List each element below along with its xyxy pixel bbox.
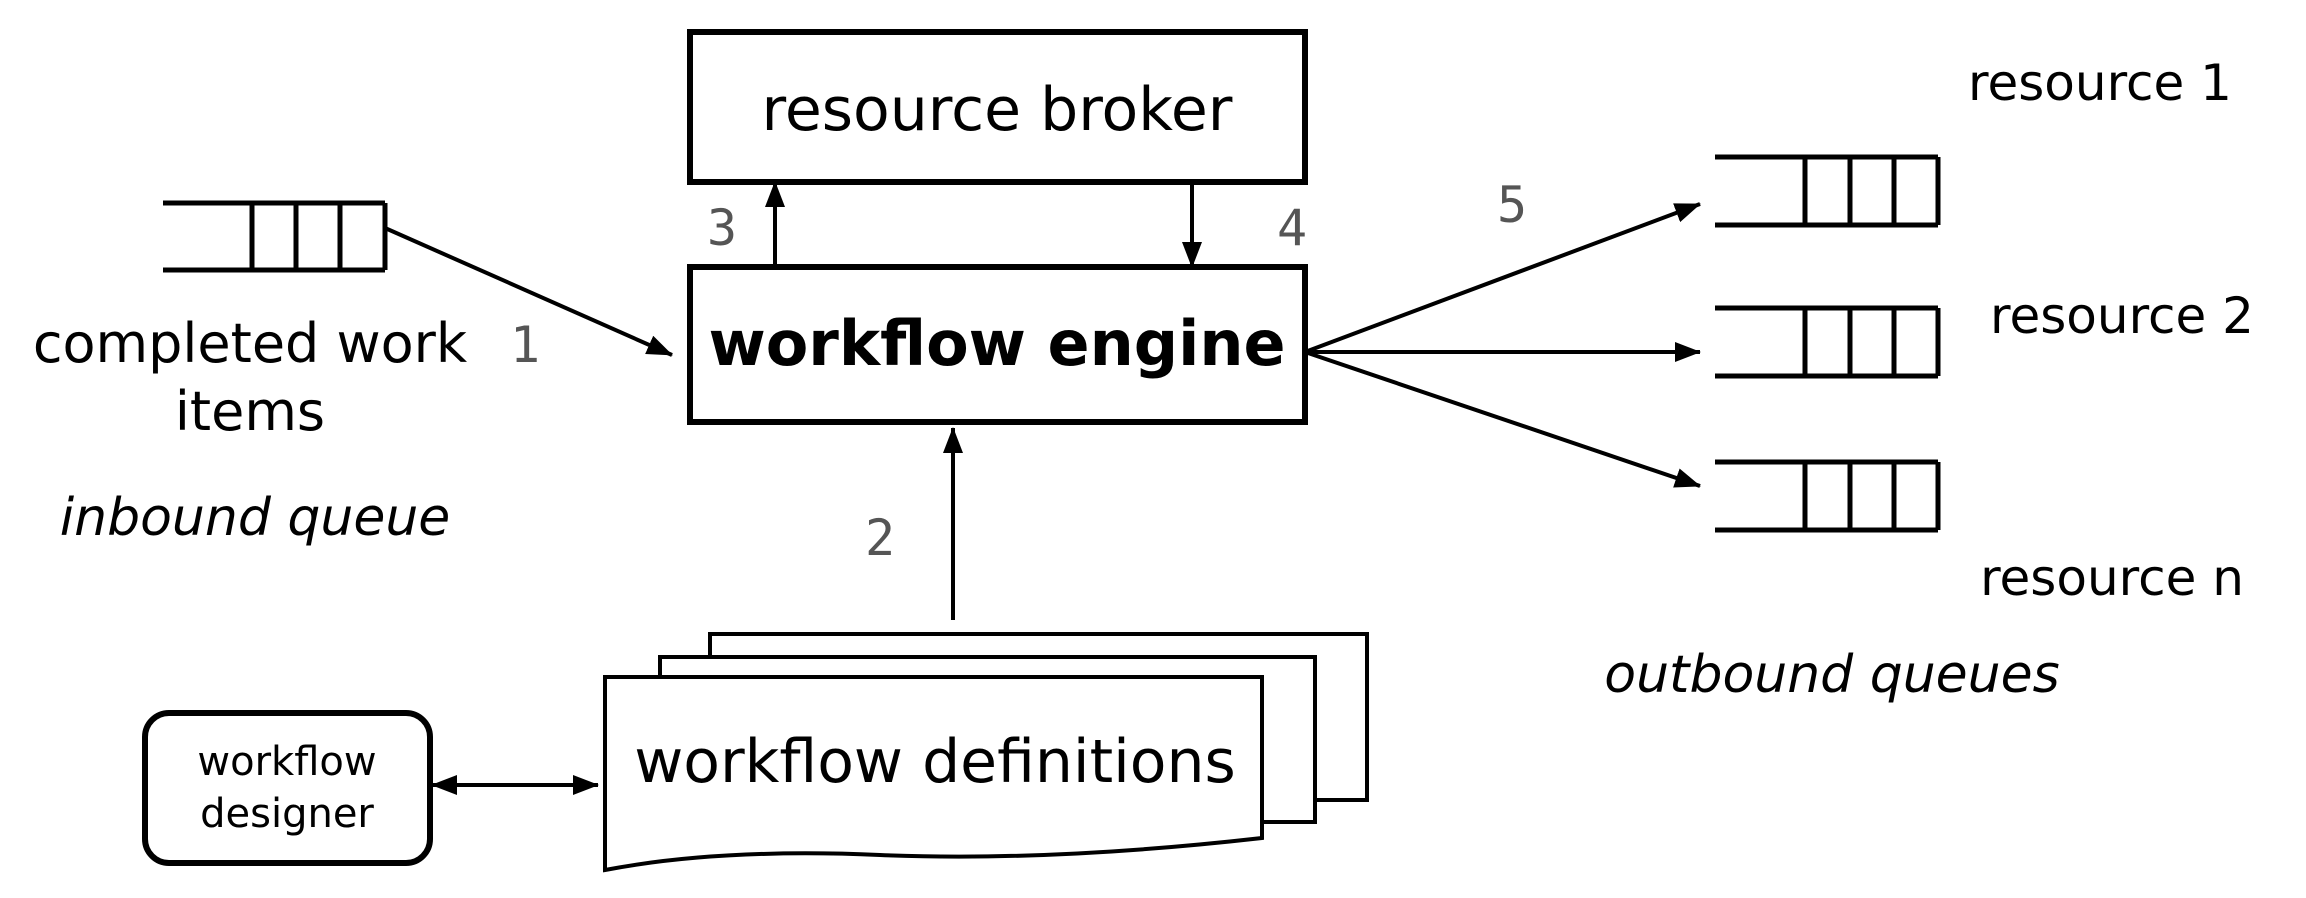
inbound-to-engine-arrow [384,226,673,357]
engine-to-resource-n-arrow [1304,350,1701,488]
step-2-label: 2 [865,509,895,567]
resource-broker-label: resource broker [762,75,1233,145]
outbound-queue-2 [1715,305,1941,379]
inbound-label-line1: completed work [33,312,468,375]
resource-broker-box: resource broker [687,29,1308,185]
inbound-queue-caption: inbound queue [60,488,451,548]
resource-1-label: resource 1 [1968,54,2232,112]
resource-2-label: resource 2 [1990,287,2254,345]
step-1-label: 1 [510,316,540,374]
workflow-engine-box: workflow engine [687,264,1308,425]
outbound-queue-1 [1715,154,1941,228]
workflow-definitions-label: workflow definitions [634,727,1236,797]
outbound-queues-caption: outbound queues [1604,645,2059,705]
designer-label-line1: workflow [197,739,376,785]
resource-n-label: resource n [1980,549,2244,607]
workflow-designer-box: workflow designer [142,710,433,866]
inbound-queue [163,200,388,273]
outbound-queue-n [1715,459,1941,533]
step-4-label: 4 [1277,199,1307,257]
workflow-engine-label: workflow engine [708,307,1285,380]
workflow-definitions-stack: workflow definitions [603,632,1369,873]
step-5-label: 5 [1497,176,1527,234]
designer-label-line2: designer [200,791,374,837]
engine-to-resource-1-arrow [1304,202,1701,354]
inbound-label-line2: items [175,380,325,443]
step-3-label: 3 [707,199,737,257]
